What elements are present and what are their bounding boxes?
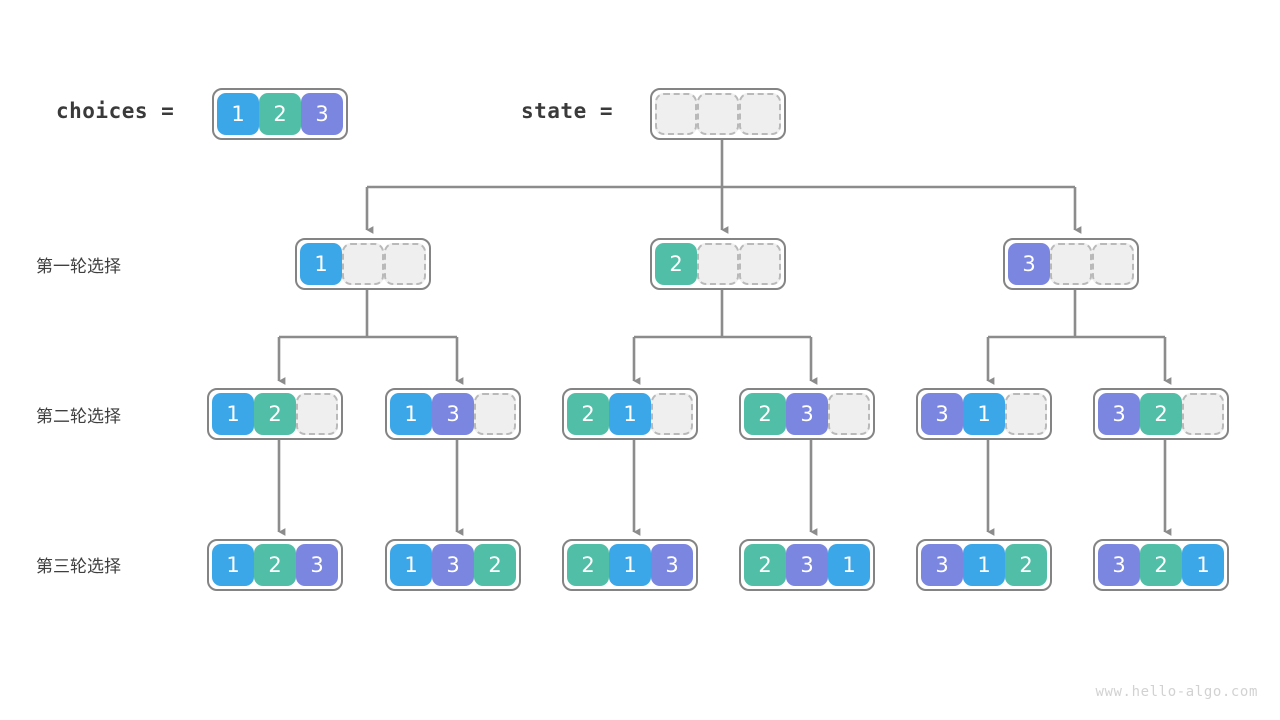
tree-node-l1-1-cell-0: 2 — [655, 243, 697, 285]
row-label-round-1: 第一轮选择 — [36, 257, 121, 277]
tree-node-l3-4-cell-1: 1 — [963, 544, 1005, 586]
tree-node-l3-5-cell-1: 2 — [1140, 544, 1182, 586]
state-array-cell-0 — [655, 93, 697, 135]
tree-node-l3-3-cell-0: 2 — [744, 544, 786, 586]
tree-node-l2-4-cell-2 — [1005, 393, 1047, 435]
tree-node-l3-2-cell-2: 3 — [651, 544, 693, 586]
tree-node-l1-0-cell-1 — [342, 243, 384, 285]
tree-node-l1-2-cell-0: 3 — [1008, 243, 1050, 285]
choices-array-cell-2: 3 — [301, 93, 343, 135]
tree-node-l1-2-cell-1 — [1050, 243, 1092, 285]
tree-node-l1-1-cell-1 — [697, 243, 739, 285]
tree-node-l2-1-cell-1: 3 — [432, 393, 474, 435]
tree-node-l2-2-cell-1: 1 — [609, 393, 651, 435]
tree-node-l1-1[interactable]: 2 — [650, 238, 786, 290]
choices-label: choices = — [56, 99, 175, 123]
tree-node-l3-3-cell-1: 3 — [786, 544, 828, 586]
tree-node-l1-2-cell-2 — [1092, 243, 1134, 285]
tree-node-l2-1-cell-2 — [474, 393, 516, 435]
row-label-round-2: 第二轮选择 — [36, 407, 121, 427]
tree-node-l2-4-cell-1: 1 — [963, 393, 1005, 435]
tree-node-l1-0[interactable]: 1 — [295, 238, 431, 290]
tree-node-l1-1-cell-2 — [739, 243, 781, 285]
tree-node-l2-2-cell-0: 2 — [567, 393, 609, 435]
tree-node-l2-0-cell-2 — [296, 393, 338, 435]
state-array — [650, 88, 786, 140]
tree-node-l3-0-cell-2: 3 — [296, 544, 338, 586]
choices-array-cell-0: 1 — [217, 93, 259, 135]
tree-node-l3-5-cell-2: 1 — [1182, 544, 1224, 586]
tree-node-l1-0-cell-0: 1 — [300, 243, 342, 285]
state-label: state = — [521, 99, 614, 123]
tree-node-l2-3-cell-1: 3 — [786, 393, 828, 435]
tree-node-l1-0-cell-2 — [384, 243, 426, 285]
tree-node-l3-5-cell-0: 3 — [1098, 544, 1140, 586]
tree-node-l2-1-cell-0: 1 — [390, 393, 432, 435]
tree-node-l3-1-cell-2: 2 — [474, 544, 516, 586]
tree-node-l2-5-cell-0: 3 — [1098, 393, 1140, 435]
tree-node-l2-0-cell-1: 2 — [254, 393, 296, 435]
row-label-round-3: 第三轮选择 — [36, 557, 121, 577]
tree-node-l3-2-cell-0: 2 — [567, 544, 609, 586]
tree-node-l2-3-cell-0: 2 — [744, 393, 786, 435]
tree-node-l1-2[interactable]: 3 — [1003, 238, 1139, 290]
tree-node-l2-5-cell-2 — [1182, 393, 1224, 435]
tree-node-l2-4-cell-0: 3 — [921, 393, 963, 435]
tree-node-l3-0-cell-1: 2 — [254, 544, 296, 586]
state-array-cell-1 — [697, 93, 739, 135]
tree-node-l3-1-cell-1: 3 — [432, 544, 474, 586]
tree-node-l3-2-cell-1: 1 — [609, 544, 651, 586]
tree-node-l3-4-cell-0: 3 — [921, 544, 963, 586]
tree-node-l2-0-cell-0: 1 — [212, 393, 254, 435]
state-array-cell-2 — [739, 93, 781, 135]
tree-node-l2-2-cell-2 — [651, 393, 693, 435]
tree-node-l3-4-cell-2: 2 — [1005, 544, 1047, 586]
watermark: www.hello-algo.com — [1095, 684, 1258, 700]
tree-node-l2-5-cell-1: 2 — [1140, 393, 1182, 435]
tree-node-l3-1-cell-0: 1 — [390, 544, 432, 586]
tree-node-l2-3-cell-2 — [828, 393, 870, 435]
tree-node-l3-0-cell-0: 1 — [212, 544, 254, 586]
choices-array-cell-1: 2 — [259, 93, 301, 135]
tree-node-l3-3-cell-2: 1 — [828, 544, 870, 586]
